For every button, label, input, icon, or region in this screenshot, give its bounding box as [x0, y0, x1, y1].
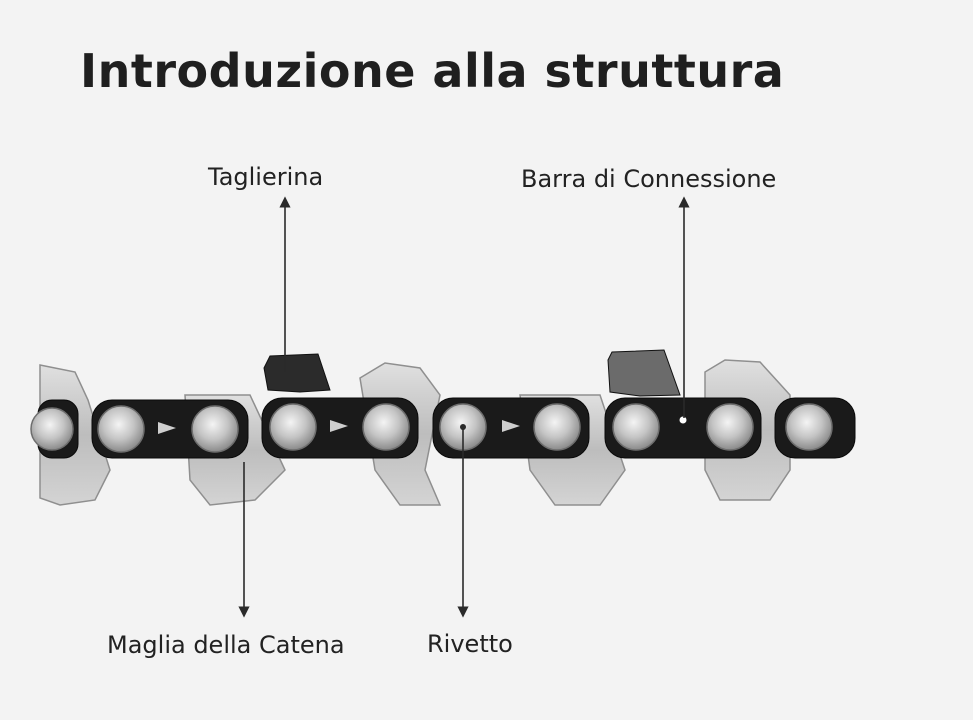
- rivet: [97, 405, 145, 453]
- plate-mark: [679, 416, 687, 424]
- plate-mark: [158, 422, 176, 434]
- rivet: [612, 403, 660, 451]
- label-rivet: Rivetto: [427, 630, 513, 658]
- rivet: [533, 403, 581, 451]
- rivet-pointer-dot: [460, 424, 466, 430]
- label-cutter: Taglierina: [208, 163, 324, 191]
- rivet: [785, 403, 833, 451]
- plate-mark: [502, 420, 520, 432]
- rivet: [362, 403, 410, 451]
- leader-lines: [238, 196, 690, 618]
- plate-marks: [158, 416, 687, 434]
- rivets: [30, 403, 833, 453]
- label-chain-link: Maglia della Catena: [107, 631, 345, 659]
- page-title: Introduzione alla struttura: [80, 44, 785, 98]
- rivet: [30, 407, 74, 451]
- label-connecting-bar: Barra di Connessione: [521, 165, 777, 193]
- plate-mark: [330, 420, 348, 432]
- rivet: [269, 403, 317, 451]
- rivet: [706, 403, 754, 451]
- cutter-tooth: [263, 353, 331, 393]
- cutter-tooth: [607, 349, 681, 397]
- cutters: [263, 349, 681, 397]
- rivet: [191, 405, 239, 453]
